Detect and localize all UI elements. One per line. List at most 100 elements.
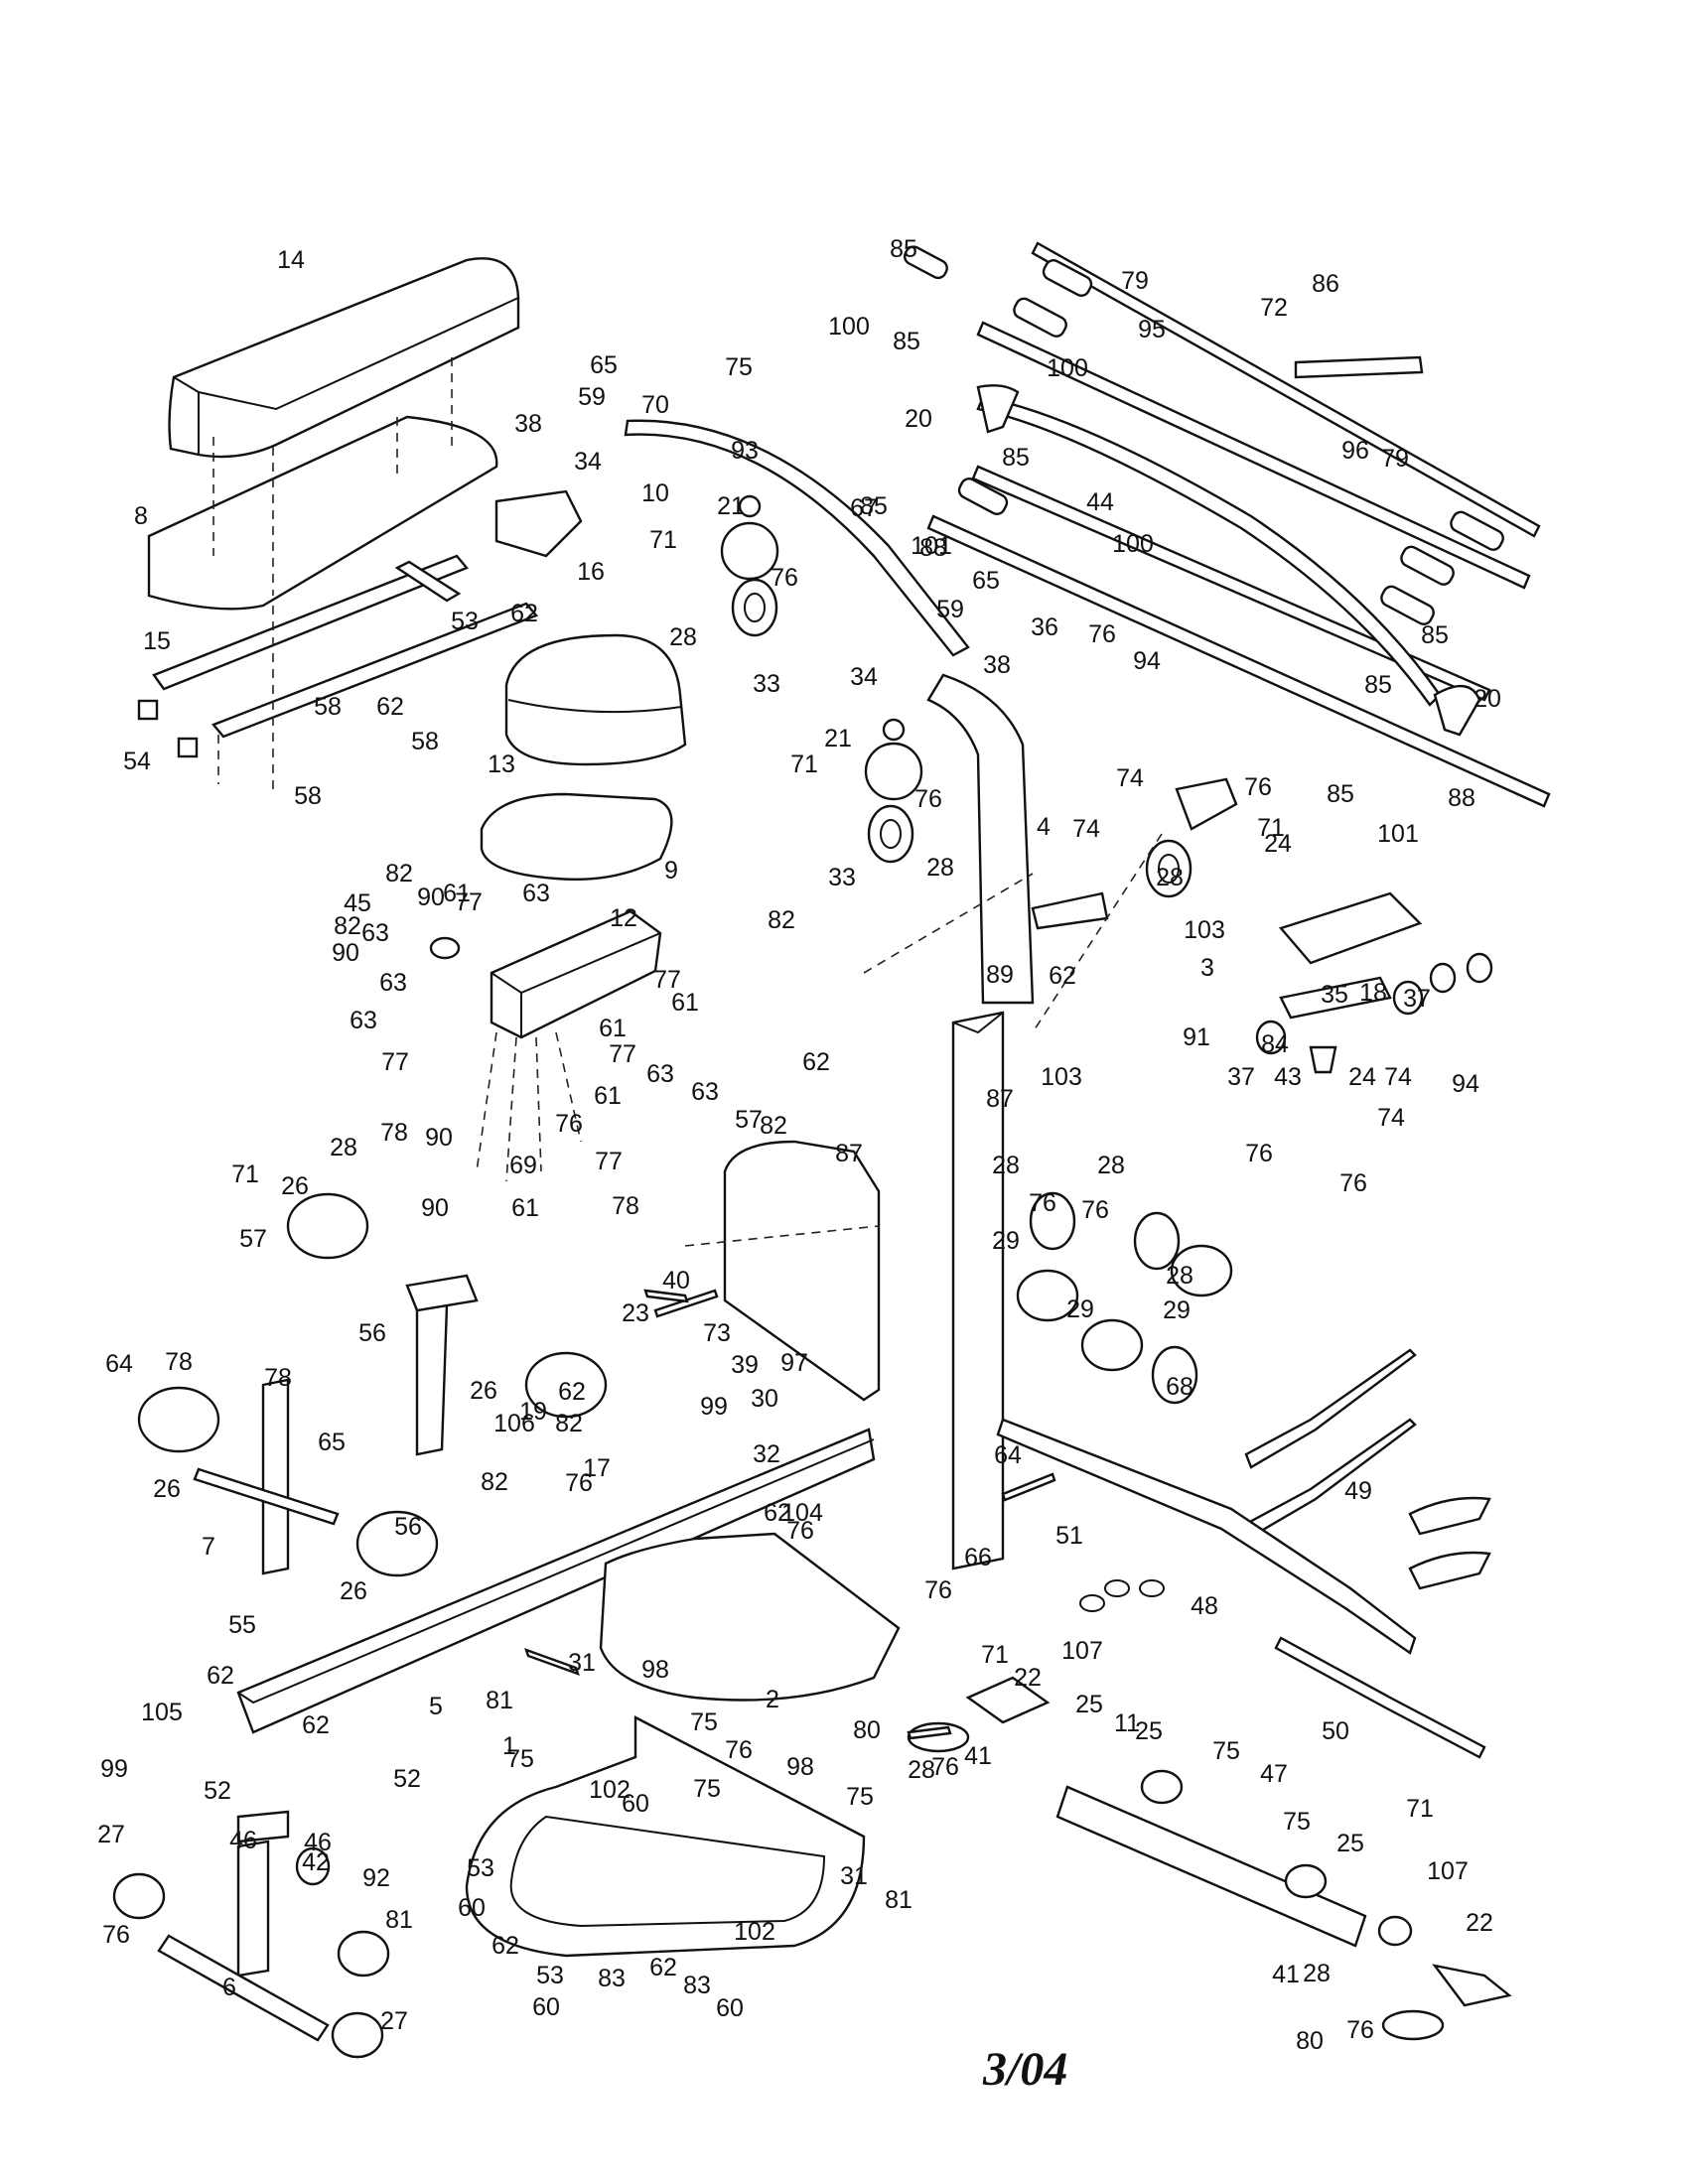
seat-cushion (168, 257, 520, 459)
part-callout-86: 86 (1312, 270, 1339, 298)
part-callout-85: 85 (1364, 671, 1392, 699)
part-callout-65: 65 (972, 567, 1000, 595)
part-callout-56: 56 (394, 1513, 422, 1541)
part-callout-61: 61 (443, 880, 471, 907)
part-callout-37: 37 (1227, 1063, 1255, 1091)
part-callout-75: 75 (1212, 1737, 1240, 1765)
part-callout-60: 60 (532, 1993, 560, 2021)
part-callout-102: 102 (589, 1776, 631, 1804)
part-callout-99: 99 (100, 1755, 128, 1783)
part-callout-29: 29 (1066, 1296, 1094, 1323)
part-callout-33: 33 (828, 864, 856, 891)
part-callout-31: 31 (840, 1862, 868, 1890)
part-callout-90: 90 (417, 884, 445, 911)
part-callout-83: 83 (683, 1972, 711, 1999)
part-callout-78: 78 (165, 1348, 193, 1376)
weight-rack (1255, 891, 1493, 1074)
part-callout-28: 28 (330, 1134, 357, 1161)
part-callout-47: 47 (1260, 1760, 1288, 1788)
part-callout-25: 25 (1336, 1830, 1364, 1857)
pulley-upper-left (720, 494, 779, 637)
part-callout-90: 90 (421, 1194, 449, 1222)
part-callout-10: 10 (641, 479, 669, 507)
part-callout-81: 81 (486, 1687, 513, 1714)
part-callout-14: 14 (277, 246, 305, 274)
part-callout-74: 74 (1384, 1063, 1412, 1091)
part-callout-75: 75 (690, 1708, 718, 1736)
part-callout-87: 87 (986, 1085, 1014, 1113)
part-callout-58: 58 (411, 728, 439, 755)
part-callout-98: 98 (786, 1753, 814, 1781)
part-callout-22: 22 (1014, 1664, 1042, 1692)
part-callout-62: 62 (802, 1048, 830, 1076)
part-callout-28: 28 (1303, 1960, 1331, 1987)
seat-adjust-bracket (429, 909, 662, 1039)
part-callout-69: 69 (509, 1152, 537, 1179)
part-callout-92: 92 (362, 1864, 390, 1892)
part-callout-87: 87 (835, 1140, 863, 1167)
part-callout-71: 71 (1406, 1795, 1434, 1823)
part-callout-43: 43 (1274, 1063, 1302, 1091)
part-callout-62: 62 (376, 693, 404, 721)
part-callout-76: 76 (725, 1736, 753, 1764)
part-callout-46: 46 (229, 1827, 257, 1854)
part-callout-65: 65 (590, 351, 618, 379)
part-callout-103: 103 (1184, 916, 1225, 944)
part-callout-54: 54 (123, 748, 151, 775)
part-callout-101: 101 (911, 532, 952, 560)
part-callout-60: 60 (716, 1994, 744, 2022)
part-callout-26: 26 (470, 1377, 497, 1405)
part-callout-76: 76 (565, 1469, 593, 1497)
part-callout-78: 78 (380, 1119, 408, 1147)
part-callout-74: 74 (1072, 815, 1100, 843)
part-callout-79: 79 (1381, 445, 1409, 473)
part-callout-29: 29 (1163, 1297, 1191, 1324)
upright-tube-3 (951, 891, 1109, 1570)
part-callout-79: 79 (1121, 267, 1149, 295)
part-callout-107: 107 (1427, 1857, 1469, 1885)
part-callout-62: 62 (649, 1954, 677, 1981)
part-callout-104: 104 (781, 1499, 823, 1527)
part-callout-57: 57 (239, 1225, 267, 1253)
part-callout-31: 31 (568, 1649, 596, 1677)
part-callout-81: 81 (385, 1906, 413, 1934)
part-callout-77: 77 (609, 1040, 636, 1068)
seat-board (147, 415, 498, 611)
part-callout-90: 90 (332, 939, 359, 967)
part-callout-46: 46 (304, 1829, 332, 1856)
part-callout-26: 26 (153, 1475, 181, 1503)
part-callout-85: 85 (893, 328, 920, 355)
part-callout-81: 81 (885, 1886, 912, 1914)
part-callout-7: 7 (202, 1533, 215, 1561)
part-callout-21: 21 (717, 492, 745, 520)
part-callout-24: 24 (1348, 1063, 1376, 1091)
part-callout-11: 11 (1114, 1709, 1140, 1737)
part-callout-48: 48 (1191, 1592, 1218, 1620)
part-callout-78: 78 (264, 1364, 292, 1392)
part-callout-18: 18 (1359, 979, 1387, 1007)
part-callout-75: 75 (693, 1775, 721, 1803)
part-callout-62: 62 (302, 1711, 330, 1739)
part-callout-75: 75 (846, 1783, 874, 1811)
part-callout-93: 93 (731, 437, 759, 465)
part-callout-62: 62 (491, 1932, 519, 1960)
part-callout-52: 52 (393, 1765, 421, 1793)
back-pad (504, 633, 687, 766)
part-callout-38: 38 (514, 410, 542, 438)
part-callout-106: 106 (493, 1410, 535, 1437)
part-callout-102: 102 (734, 1918, 775, 1946)
part-callout-28: 28 (992, 1152, 1020, 1179)
part-callout-62: 62 (510, 600, 538, 627)
part-callout-80: 80 (1296, 2027, 1324, 2055)
part-callout-76: 76 (1339, 1169, 1367, 1197)
part-callout-107: 107 (1061, 1637, 1103, 1665)
part-callout-63: 63 (379, 969, 407, 997)
part-callout-70: 70 (641, 391, 669, 419)
roller-pads (137, 1192, 608, 1577)
part-callout-27: 27 (97, 1821, 125, 1848)
part-callout-98: 98 (641, 1656, 669, 1684)
curl-bar (976, 384, 1481, 737)
part-callout-63: 63 (646, 1060, 674, 1088)
part-callout-34: 34 (574, 448, 602, 476)
